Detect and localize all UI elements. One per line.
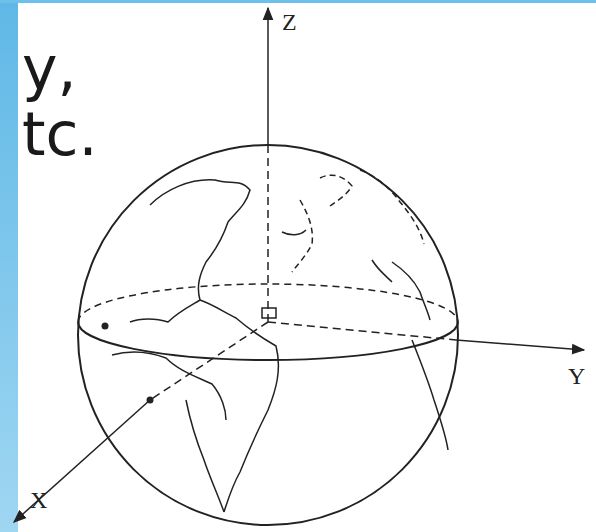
slide-text: y,: [22, 38, 77, 98]
x-axis: [14, 400, 150, 522]
origin-mark: [262, 308, 276, 318]
z-axis-inner: [267, 145, 269, 322]
x-axis-inner: [150, 322, 268, 400]
slide-text: tc.: [22, 104, 98, 164]
slide-band: [0, 0, 18, 532]
axis-label: Z: [282, 10, 297, 34]
axis-point: [102, 323, 109, 330]
axis-point: [147, 397, 154, 404]
z-axis: [267, 8, 269, 145]
axis-label: X: [30, 488, 47, 512]
slide-band: [0, 0, 596, 3]
y-axis: [456, 340, 584, 350]
y-axis-inner: [268, 322, 456, 340]
axis-label: Y: [568, 364, 585, 388]
sphere-outline: [78, 145, 458, 525]
continent-outlines: [112, 170, 448, 512]
